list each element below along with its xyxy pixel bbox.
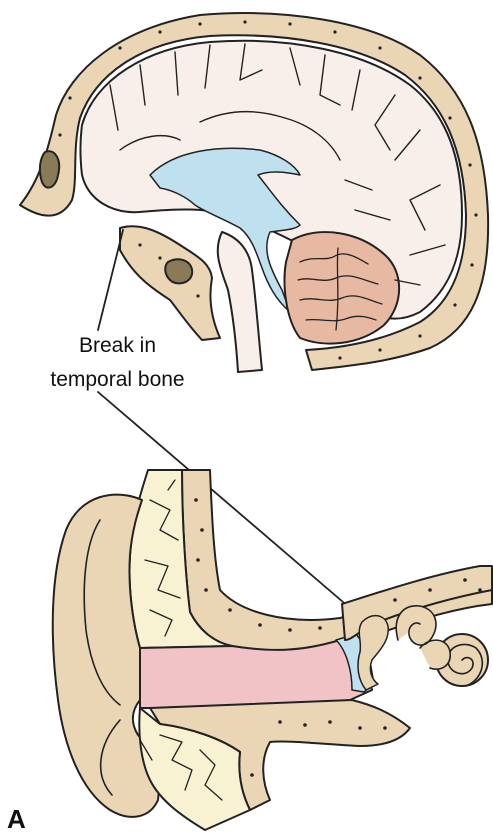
ossicles (358, 616, 388, 690)
callout-label-line2: temporal bone (0, 366, 235, 393)
temporal-bone-upper (182, 470, 492, 651)
frontal-sinus (40, 151, 59, 187)
skull-base-bone (120, 226, 220, 340)
ear-section (53, 470, 492, 830)
semicircular-canals (396, 606, 450, 669)
panel-letter: A (7, 804, 26, 834)
ear-canal (140, 640, 372, 708)
sphenoid-sinus (165, 259, 192, 283)
callout-line (98, 230, 123, 330)
callout-label-line1: Break in (0, 332, 235, 359)
skull-section (20, 13, 488, 372)
